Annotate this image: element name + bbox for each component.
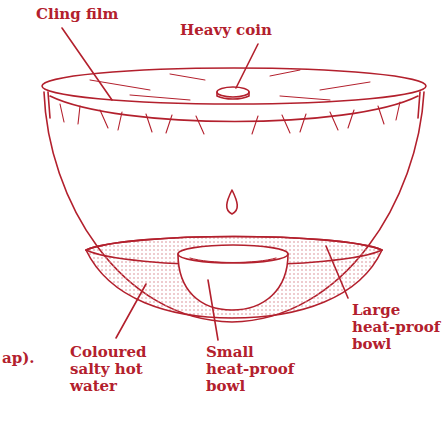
small-bowl: [178, 254, 288, 310]
large-bowl: [44, 92, 424, 322]
leader-line: [236, 44, 258, 88]
small-bowl-inner: [190, 258, 276, 263]
heavy-coin: [217, 87, 249, 97]
water-drop: [227, 190, 238, 214]
heavy-coin-edge: [217, 92, 249, 99]
cut-off-text: ap).: [2, 350, 42, 367]
salty-water: [86, 237, 382, 319]
large-bowl-rim: [42, 68, 426, 104]
cling-film-creases: [60, 102, 400, 134]
part-label: Small heat-proof bowl: [206, 344, 302, 395]
cling-film-creases: [90, 70, 370, 100]
part-label: Cling film: [36, 6, 146, 23]
leader-line: [116, 284, 146, 338]
part-label: Heavy coin: [180, 22, 300, 39]
small-bowl-rim: [178, 245, 288, 263]
part-label: Coloured salty hot water: [70, 344, 152, 395]
part-label: Large heat-proof bowl: [352, 302, 442, 353]
leader-line: [208, 280, 218, 340]
cling-film: [50, 96, 418, 122]
leader-line: [326, 246, 348, 298]
leader-line: [62, 28, 112, 100]
